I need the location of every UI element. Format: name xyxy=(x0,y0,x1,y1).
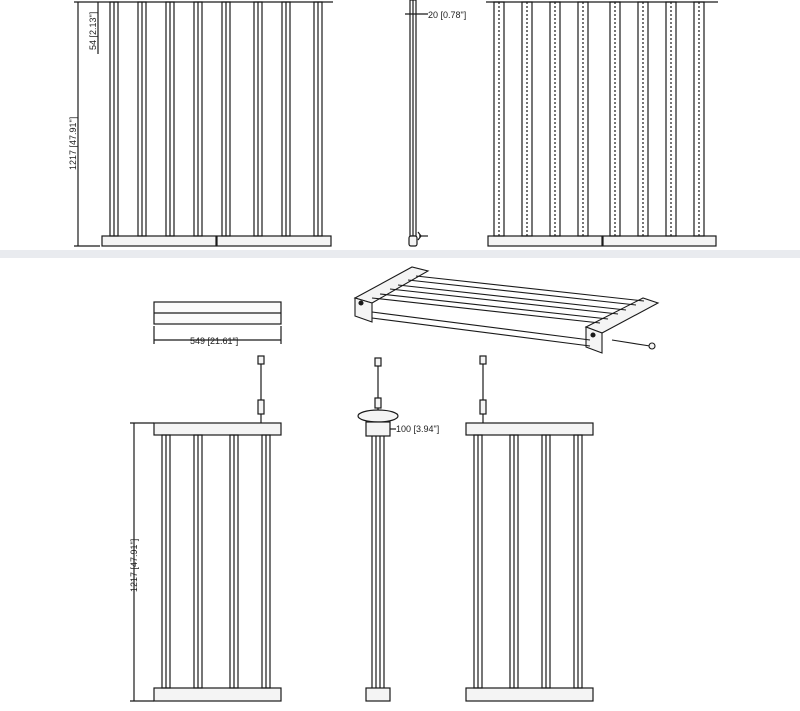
dim-top-front-top: 54 [2.13"] xyxy=(88,12,98,50)
top-drawing-panel: 1217 [47.91"] 54 [2.13"] 20 [0.78"] xyxy=(0,0,800,250)
back-view-bottom-right xyxy=(465,355,594,702)
bottom-drawings-svg: 549 [21.61"] 1217 [47.91" xyxy=(129,266,660,702)
dim-bottom-front-height: 1217 [47.91"] xyxy=(129,539,139,592)
top-drawings-svg: 1217 [47.91"] 54 [2.13"] 20 [0.78"] xyxy=(68,0,718,247)
dim-bottom-side-width: 100 [3.94"] xyxy=(396,424,439,434)
dim-top-side-width: 20 [0.78"] xyxy=(428,10,466,20)
isometric-view xyxy=(353,266,660,354)
dim-top-front-height: 1217 [47.91"] xyxy=(68,117,78,170)
dim-bottom-top-width: 549 [21.61"] xyxy=(190,336,238,346)
side-view-top-middle xyxy=(405,0,428,247)
front-view-top-left xyxy=(74,1,333,247)
back-view-top-right xyxy=(486,1,718,247)
side-view-bottom-middle xyxy=(357,357,399,702)
front-view-bottom-left xyxy=(130,355,282,702)
bottom-drawing-panel: 549 [21.61"] 1217 [47.91" xyxy=(0,258,800,711)
top-view-bar xyxy=(153,301,282,344)
section-divider xyxy=(0,250,800,258)
